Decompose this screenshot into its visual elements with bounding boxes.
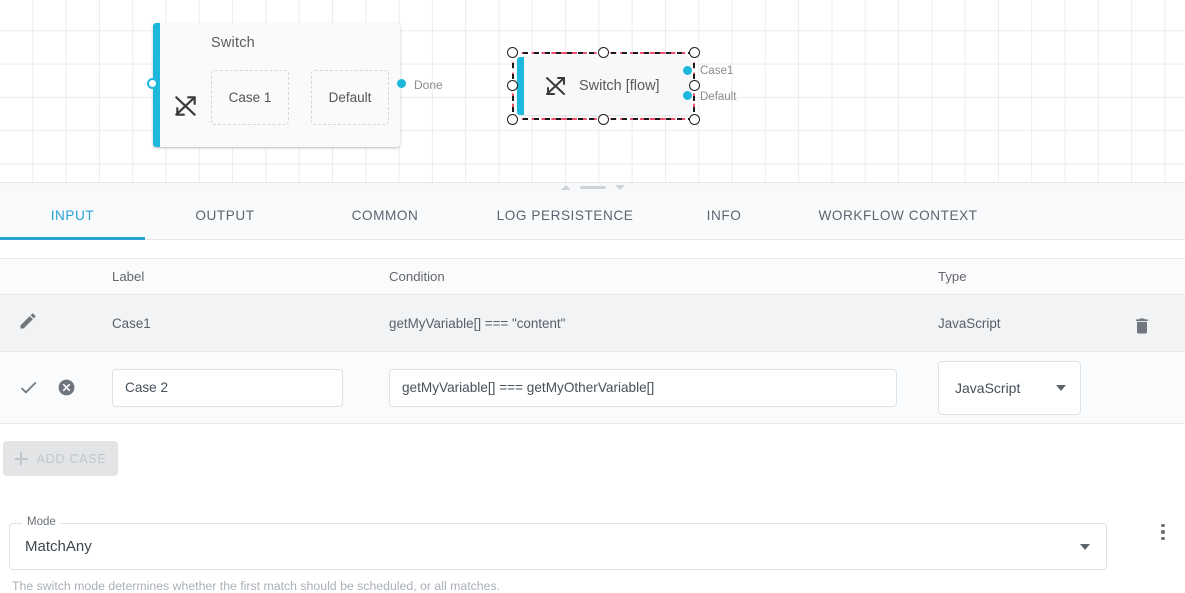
caret-down-icon bbox=[1080, 544, 1090, 550]
kebab-menu-icon[interactable] bbox=[1152, 521, 1174, 543]
resize-handle-middle-left[interactable] bbox=[507, 80, 518, 91]
node-switch-flow-selection[interactable]: Switch [flow] bbox=[512, 52, 695, 120]
node-output-label-default: Default bbox=[700, 91, 736, 103]
row-label-input-wrap bbox=[112, 369, 389, 407]
table-row[interactable]: JavaScript bbox=[0, 352, 1185, 424]
column-header-condition: Condition bbox=[389, 269, 938, 284]
mode-helper-text: The switch mode determines whether the f… bbox=[12, 579, 500, 593]
resize-handle-middle-right[interactable] bbox=[689, 80, 700, 91]
label-input[interactable] bbox=[112, 369, 343, 407]
node-title: Switch [flow] bbox=[579, 57, 660, 115]
condition-input[interactable] bbox=[389, 369, 897, 407]
node-output-port-case1[interactable] bbox=[683, 66, 692, 75]
kebab-dot bbox=[1161, 537, 1165, 541]
kebab-dot bbox=[1161, 524, 1165, 528]
panel-tabs: INPUT OUTPUT COMMON LOG PERSISTENCE INFO… bbox=[0, 192, 1185, 240]
caret-down-icon bbox=[1056, 385, 1066, 391]
check-icon[interactable] bbox=[18, 377, 39, 398]
caret-up-icon[interactable] bbox=[561, 185, 571, 190]
cases-table: Label Condition Type Case1 getMyVariable… bbox=[0, 258, 1185, 424]
row-type-select-wrap: JavaScript bbox=[938, 361, 1185, 415]
node-switch-flow[interactable]: Switch [flow] bbox=[517, 57, 690, 115]
tab-info[interactable]: INFO bbox=[665, 192, 783, 240]
tab-common[interactable]: COMMON bbox=[305, 192, 465, 240]
type-select-value: JavaScript bbox=[955, 380, 1020, 396]
cancel-circle-icon[interactable] bbox=[57, 378, 76, 397]
mode-value: MatchAny bbox=[25, 538, 92, 555]
mode-select[interactable]: Mode MatchAny bbox=[9, 523, 1107, 570]
tab-log-persistence[interactable]: LOG PERSISTENCE bbox=[465, 192, 665, 240]
plus-icon bbox=[15, 452, 28, 465]
row-label: Case1 bbox=[112, 316, 389, 331]
node-switch[interactable]: Switch Case 1 Default bbox=[153, 23, 400, 147]
resize-handle-bottom-left[interactable] bbox=[507, 114, 518, 125]
row-condition: getMyVariable[] === "content" bbox=[389, 316, 938, 331]
row-type: JavaScript bbox=[938, 316, 1185, 331]
trash-icon[interactable] bbox=[1132, 316, 1152, 336]
row-type-value: JavaScript bbox=[938, 316, 1001, 331]
node-input-port[interactable] bbox=[147, 78, 158, 89]
add-case-label: ADD CASE bbox=[37, 452, 107, 466]
shuffle-icon bbox=[173, 93, 199, 119]
resize-handle-top-left[interactable] bbox=[507, 47, 518, 58]
row-condition-input-wrap bbox=[389, 369, 938, 407]
workflow-canvas[interactable]: Switch Case 1 Default Done Switch [flow] bbox=[0, 0, 1185, 182]
tab-input[interactable]: INPUT bbox=[0, 192, 145, 240]
resize-handle-bottom-right[interactable] bbox=[689, 114, 700, 125]
row-actions bbox=[0, 311, 112, 336]
drag-grip-icon[interactable] bbox=[580, 186, 606, 189]
table-row[interactable]: Case1 getMyVariable[] === "content" Java… bbox=[0, 295, 1185, 352]
node-case-box[interactable]: Default bbox=[311, 70, 389, 125]
node-accent-bar bbox=[517, 57, 524, 115]
table-header-row: Label Condition Type bbox=[0, 258, 1185, 295]
add-case-button[interactable]: ADD CASE bbox=[3, 441, 118, 476]
pencil-icon[interactable] bbox=[18, 311, 38, 331]
tab-output[interactable]: OUTPUT bbox=[145, 192, 305, 240]
node-case-box[interactable]: Case 1 bbox=[211, 70, 289, 125]
resize-handle-top-center[interactable] bbox=[598, 47, 609, 58]
properties-panel: INPUT OUTPUT COMMON LOG PERSISTENCE INFO… bbox=[0, 182, 1185, 592]
column-header-type: Type bbox=[938, 269, 1185, 284]
node-output-label-case1: Case1 bbox=[700, 65, 733, 77]
node-case-boxes: Case 1 Default bbox=[211, 70, 389, 125]
resize-handle-bottom-center[interactable] bbox=[598, 114, 609, 125]
resize-handle-top-right[interactable] bbox=[689, 47, 700, 58]
node-output-port-done[interactable] bbox=[397, 79, 406, 88]
node-title: Switch bbox=[211, 35, 255, 51]
kebab-dot bbox=[1161, 530, 1165, 534]
row-actions bbox=[0, 377, 112, 398]
node-output-label-done: Done bbox=[414, 78, 443, 92]
caret-down-icon[interactable] bbox=[615, 185, 625, 190]
tab-workflow-context[interactable]: WORKFLOW CONTEXT bbox=[783, 192, 1013, 240]
mode-legend: Mode bbox=[22, 516, 61, 528]
shuffle-icon bbox=[544, 74, 568, 98]
column-header-label: Label bbox=[112, 269, 389, 284]
type-select[interactable]: JavaScript bbox=[938, 361, 1081, 415]
node-output-port-default[interactable] bbox=[683, 91, 692, 100]
